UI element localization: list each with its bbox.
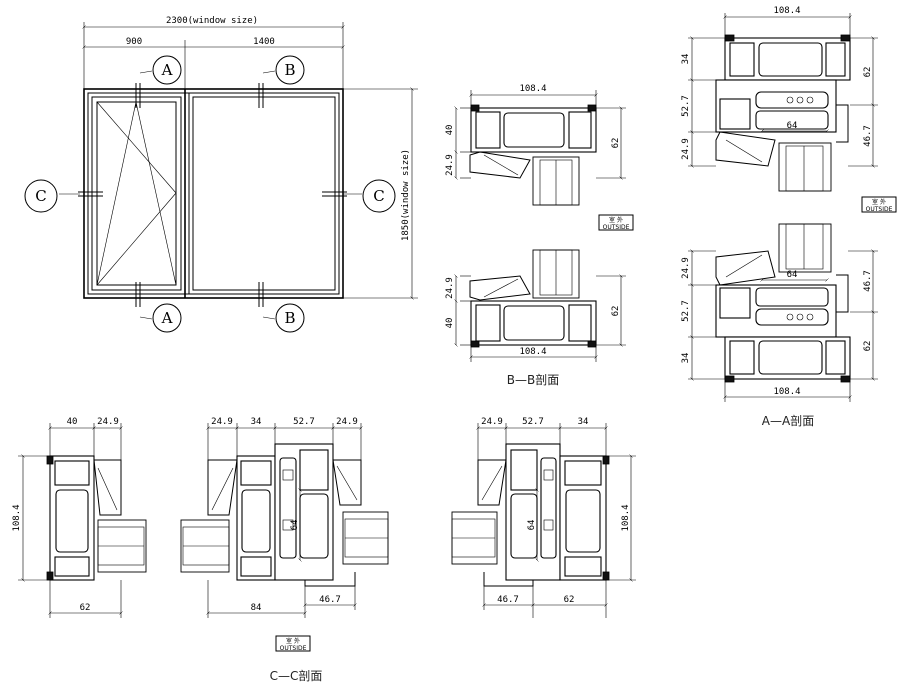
aa-top-w64: 64 xyxy=(787,121,798,131)
aa-top-profile: 108.4 64 xyxy=(681,6,878,192)
section-bubble-c-left: C xyxy=(24,179,58,213)
cc-left-profile: 40 24.9 108.4 62 xyxy=(12,417,147,618)
overall-width-label: 2300(window size) xyxy=(166,16,258,26)
bubble-b-bottom-label: B xyxy=(284,309,295,327)
aa-top-h34: 34 xyxy=(681,54,691,65)
cc-mid-w527: 52.7 xyxy=(293,417,315,427)
section-aa: 108.4 64 xyxy=(681,6,897,428)
bb-top-profile: 108.4 40 24.9 62 xyxy=(445,84,626,206)
cc-mid-w84: 84 xyxy=(251,603,262,613)
cc-right-h1084: 108.4 xyxy=(621,504,631,531)
window-elevation: 2300(window size) 900 1400 1850(window s… xyxy=(24,16,418,333)
cc-mid-w249a: 24.9 xyxy=(211,417,233,427)
bubble-b-top-label: B xyxy=(284,61,295,79)
right-width-label: 1400 xyxy=(253,37,275,47)
cc-right-h64: 64 xyxy=(527,520,537,531)
aa-top-h62: 62 xyxy=(863,67,873,78)
aa-bottom-w64: 64 xyxy=(787,270,798,280)
section-bubble-a-top: A xyxy=(152,55,182,85)
aa-bottom-h527: 52.7 xyxy=(681,300,691,322)
section-bubble-b-bottom: B xyxy=(275,303,305,333)
section-bubble-a-bottom: A xyxy=(152,303,182,333)
cc-right-w467: 46.7 xyxy=(497,595,519,605)
outside-tag-aa: 室 外 OUTSIDE xyxy=(861,196,897,213)
aa-bottom-h467: 46.7 xyxy=(863,270,873,292)
aa-top-h467: 46.7 xyxy=(863,125,873,147)
outside-tag-bb-bottom: OUTSIDE xyxy=(603,224,630,231)
height-label: 1850(window size) xyxy=(401,149,411,241)
section-bubble-b-top: B xyxy=(275,55,305,85)
cc-mid-w34: 34 xyxy=(251,417,262,427)
cc-right-w527: 52.7 xyxy=(522,417,544,427)
bb-bottom-h249: 24.9 xyxy=(445,277,455,299)
aa-bottom-profile: 64 24.9 52.7 34 xyxy=(681,223,878,402)
outside-tag-cc-top: 室 外 xyxy=(286,637,300,645)
aa-bottom-h62: 62 xyxy=(863,341,873,352)
cc-right-w34: 34 xyxy=(578,417,589,427)
cc-right-profile: 24.9 52.7 34 108.4 xyxy=(451,417,636,618)
aa-bottom-width: 108.4 xyxy=(773,387,800,397)
cc-left-w40: 40 xyxy=(67,417,78,427)
aa-bottom-h249: 24.9 xyxy=(681,257,691,279)
bubble-c-right-label: C xyxy=(373,187,384,205)
bb-bottom-profile: 24.9 40 62 108.4 xyxy=(445,249,626,362)
bb-bottom-h62: 62 xyxy=(611,306,621,317)
aa-top-h527: 52.7 xyxy=(681,95,691,117)
outside-tag-bb-top: 室 外 xyxy=(609,216,623,224)
aa-top-width: 108.4 xyxy=(773,6,800,16)
cc-left-w62: 62 xyxy=(80,603,91,613)
outside-tag-bb: 室 外 OUTSIDE xyxy=(598,214,634,231)
outside-tag-cc: 室 外 OUTSIDE xyxy=(275,635,311,652)
cc-mid-w467: 46.7 xyxy=(319,595,341,605)
cc-right-w62: 62 xyxy=(564,595,575,605)
bubble-c-left-label: C xyxy=(35,187,46,205)
section-bb: 108.4 40 24.9 62 室 外 xyxy=(445,84,634,387)
outside-tag-aa-top: 室 外 xyxy=(872,198,886,206)
cc-mid-h64: 64 xyxy=(290,520,300,531)
outside-tag-cc-bottom: OUTSIDE xyxy=(280,645,307,652)
section-cc: 40 24.9 108.4 62 xyxy=(12,417,636,683)
bb-top-width: 108.4 xyxy=(519,84,546,94)
bb-top-h249: 24.9 xyxy=(445,154,455,176)
section-bubble-c-right: C xyxy=(362,179,396,213)
outside-tag-aa-bottom: OUTSIDE xyxy=(866,206,893,213)
bb-top-h62: 62 xyxy=(611,138,621,149)
cc-mid-profile: 24.9 34 52.7 24.9 xyxy=(180,417,389,618)
cc-section-caption: C—C剖面 xyxy=(270,669,323,683)
bubble-a-bottom-label: A xyxy=(161,309,173,327)
cc-mid-w249b: 24.9 xyxy=(336,417,358,427)
cc-left-w249: 24.9 xyxy=(97,417,119,427)
aa-top-h249: 24.9 xyxy=(681,138,691,160)
bb-bottom-width: 108.4 xyxy=(519,347,546,357)
aa-bottom-h34: 34 xyxy=(681,353,691,364)
cc-left-h1084: 108.4 xyxy=(12,504,22,531)
left-width-label: 900 xyxy=(126,37,142,47)
bubble-a-top-label: A xyxy=(161,61,173,79)
cc-right-w249: 24.9 xyxy=(481,417,503,427)
bb-section-caption: B—B剖面 xyxy=(507,373,559,387)
bb-top-h40: 40 xyxy=(445,125,455,136)
bb-bottom-h40: 40 xyxy=(445,318,455,329)
aa-section-caption: A—A剖面 xyxy=(762,414,814,428)
